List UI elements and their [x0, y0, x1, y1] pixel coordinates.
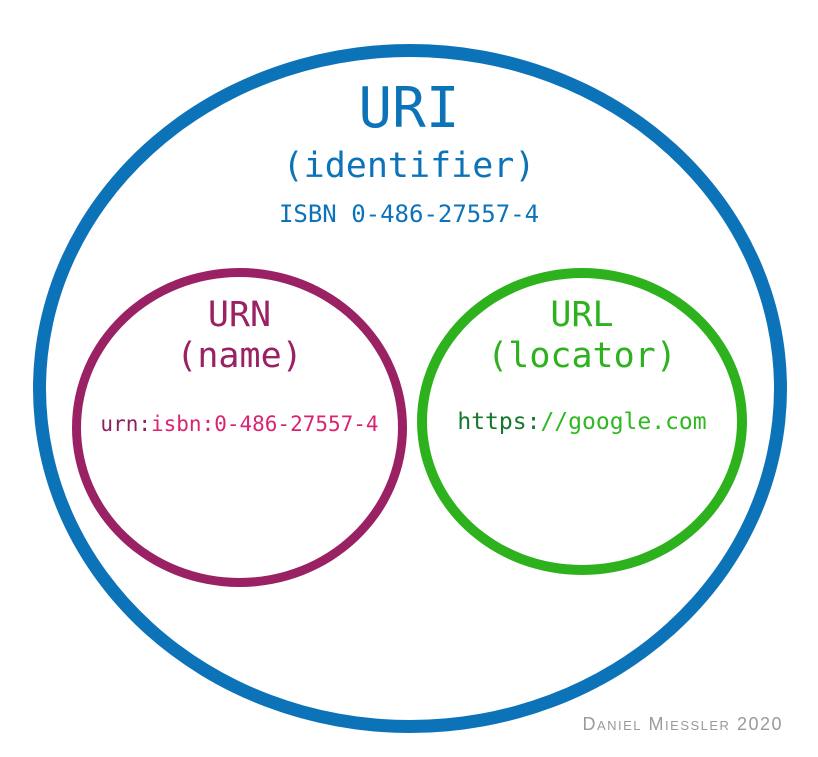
url-circle — [417, 268, 747, 575]
urn-circle — [72, 268, 407, 587]
url-example: https://google.com — [417, 409, 747, 435]
urn-example: urn:isbn:0-486-27557-4 — [56, 412, 423, 436]
urn-title: URN — [207, 295, 272, 335]
attribution: Daniel Miessler 2020 — [582, 714, 783, 734]
url-example-prefix: https: — [457, 409, 541, 435]
url-subtitle: (locator) — [487, 336, 677, 376]
urn-subtitle: (name) — [176, 336, 303, 376]
urn-example-suffix: isbn:0-486-27557-4 — [151, 412, 379, 436]
uri-title: URI — [358, 76, 460, 141]
url-example-suffix: //google.com — [540, 409, 707, 435]
urn-example-prefix: urn: — [100, 412, 151, 436]
url-title: URL — [550, 295, 614, 335]
uri-subtitle: (identifier) — [282, 146, 536, 186]
uri-example: ISBN 0-486-27557-4 — [278, 200, 540, 228]
